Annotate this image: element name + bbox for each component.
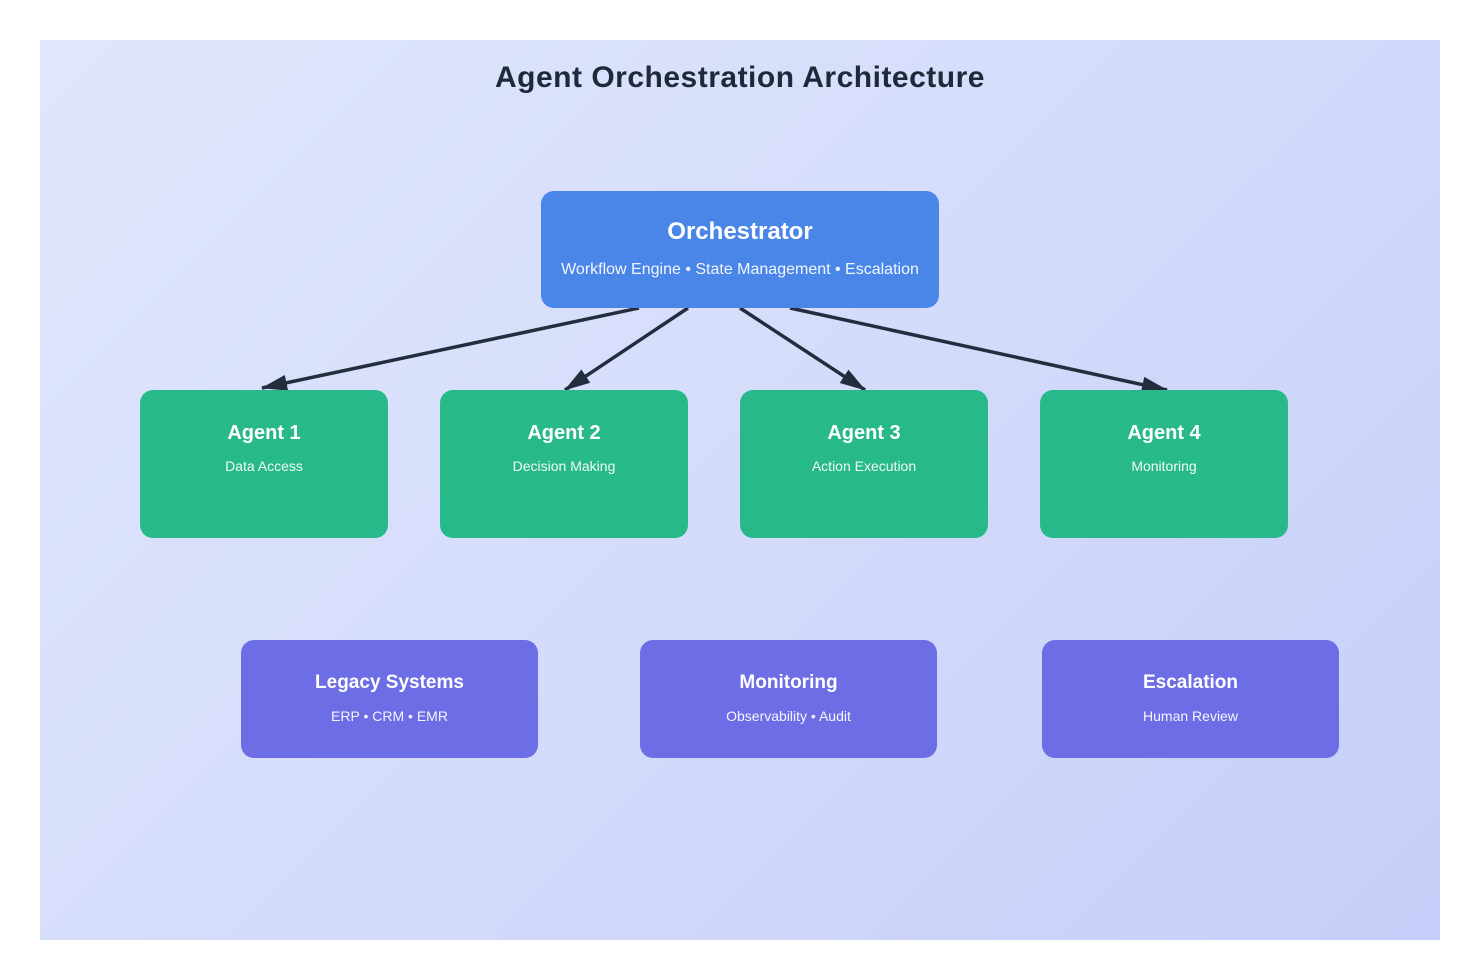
agent-1-subtitle: Data Access — [225, 458, 303, 474]
orchestrator-to-agent-3-arrow — [739, 306, 866, 392]
monitoring-node: Monitoring Observability • Audit — [640, 640, 937, 758]
orchestrator-to-agent-2-arrow — [564, 306, 689, 392]
escalation-title: Escalation — [1142, 672, 1239, 693]
agent-1-title: Agent 1 — [227, 422, 301, 444]
diagram-title: Agent Orchestration Architecture — [495, 61, 985, 94]
legacy-systems-subtitle: ERP • CRM • EMR — [331, 708, 448, 724]
legacy-systems-title: Legacy Systems — [315, 672, 464, 693]
orchestrator-node: Orchestrator Workflow Engine • State Man… — [541, 191, 939, 308]
agent-3-subtitle: Action Execution — [811, 458, 917, 474]
agent-2-title: Agent 2 — [527, 422, 601, 444]
orchestrator-title: Orchestrator — [667, 218, 813, 245]
escalation-node: Escalation Human Review — [1042, 640, 1339, 758]
orchestrator-to-agent-4-arrow — [789, 306, 1168, 393]
agent-4-subtitle: Monitoring — [1131, 458, 1197, 474]
agent-2-subtitle: Decision Making — [512, 458, 616, 474]
monitoring-title: Monitoring — [739, 672, 838, 693]
escalation-subtitle: Human Review — [1143, 708, 1238, 724]
agent-2-node: Agent 2 Decision Making — [440, 390, 688, 538]
agent-3-node: Agent 3 Action Execution — [740, 390, 988, 538]
legacy-systems-node: Legacy Systems ERP • CRM • EMR — [241, 640, 538, 758]
orchestrator-to-agent-1-arrow — [261, 306, 640, 391]
agent-1-node: Agent 1 Data Access — [140, 390, 388, 538]
orchestrator-subtitle: Workflow Engine • State Management • Esc… — [561, 261, 919, 278]
agent-3-title: Agent 3 — [827, 422, 901, 444]
monitoring-subtitle: Observability • Audit — [726, 708, 851, 724]
agent-4-title: Agent 4 — [1127, 422, 1201, 444]
agent-4-node: Agent 4 Monitoring — [1040, 390, 1288, 538]
diagram-canvas: Agent Orchestration Architecture Orchest… — [40, 40, 1440, 940]
